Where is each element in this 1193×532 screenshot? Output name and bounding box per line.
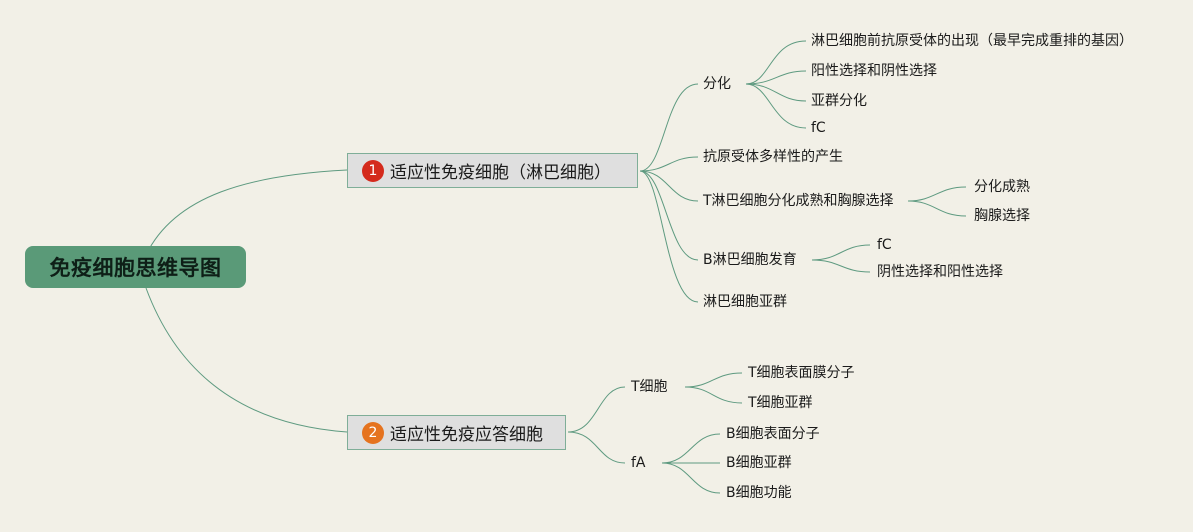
subtopic-label: 亚群分化 [811, 93, 867, 109]
topic-b-cell-development[interactable]: B淋巴细胞发育 [703, 251, 797, 269]
subtopic-label: B细胞亚群 [726, 455, 792, 471]
topic-label: 淋巴细胞亚群 [703, 294, 787, 310]
connector-c3-l1 [907, 186, 967, 202]
connector-b1-c3 [639, 170, 699, 202]
subtopic[interactable]: 胸腺选择 [974, 207, 1030, 225]
topic-receptor-diversity[interactable]: 抗原受体多样性的产生 [703, 148, 843, 166]
connector-c4-l2 [811, 259, 871, 273]
topic-label: 抗原受体多样性的产生 [703, 149, 843, 165]
branch-node-2[interactable]: 2 适应性免疫应答细胞 [347, 415, 566, 450]
topic-t-cell[interactable]: T细胞 [631, 378, 668, 396]
number-badge-2: 2 [362, 421, 384, 444]
subtopic-label: 淋巴细胞前抗原受体的出现（最早完成重排的基因） [811, 33, 1133, 49]
subtopic-label: 阳性选择和阴性选择 [811, 63, 937, 79]
subtopic-label: T细胞表面膜分子 [748, 365, 855, 381]
connector-c1-l3 [745, 83, 807, 102]
connector-c1-l1 [745, 40, 807, 85]
connector-t-l2 [684, 386, 743, 404]
subtopic-label: 阴性选择和阳性选择 [877, 264, 1003, 280]
topic-t-cell-maturation[interactable]: T淋巴细胞分化成熟和胸腺选择 [703, 192, 894, 210]
connector-root-branch-2 [145, 287, 348, 433]
connector-c1-l2 [745, 70, 807, 85]
connector-b2-c1 [567, 386, 626, 433]
topic-fa[interactable]: fA [631, 454, 646, 472]
connector-root-branch-1 [145, 169, 348, 256]
connector-fa-l1 [661, 433, 721, 464]
subtopic-label: 胸腺选择 [974, 208, 1030, 224]
connector-fa-l3 [661, 462, 721, 494]
subtopic-label: T细胞亚群 [748, 395, 813, 411]
subtopic-label: fC [811, 120, 826, 136]
subtopic[interactable]: T细胞表面膜分子 [748, 364, 855, 382]
subtopic[interactable]: T细胞亚群 [748, 394, 813, 412]
subtopic-label: fC [877, 237, 892, 253]
subtopic-label: B细胞功能 [726, 485, 792, 501]
subtopic[interactable]: B细胞亚群 [726, 454, 792, 472]
subtopic[interactable]: 亚群分化 [811, 92, 867, 110]
branch-label-1: 适应性免疫细胞（淋巴细胞） [390, 163, 611, 183]
subtopic[interactable]: 阴性选择和阳性选择 [877, 263, 1003, 281]
topic-label: B淋巴细胞发育 [703, 252, 797, 268]
root-label: 免疫细胞思维导图 [49, 256, 222, 280]
subtopic[interactable]: 阳性选择和阴性选择 [811, 62, 937, 80]
connector-b1-c5 [639, 170, 699, 303]
connector-b1-c4 [639, 170, 699, 261]
topic-differentiation[interactable]: 分化 [703, 75, 731, 93]
subtopic[interactable]: 淋巴细胞前抗原受体的出现（最早完成重排的基因） [811, 32, 1133, 50]
root-node[interactable]: 免疫细胞思维导图 [25, 246, 246, 288]
subtopic[interactable]: fC [877, 236, 892, 254]
topic-label: T细胞 [631, 379, 668, 395]
connector-b1-c2 [639, 156, 699, 172]
connector-c4-l1 [811, 244, 871, 261]
topic-label: fA [631, 455, 646, 471]
connector-c1-l4 [745, 83, 807, 129]
topic-lymphocyte-subsets[interactable]: 淋巴细胞亚群 [703, 293, 787, 311]
subtopic[interactable]: B细胞表面分子 [726, 425, 820, 443]
topic-label: 分化 [703, 76, 731, 92]
subtopic[interactable]: fC [811, 119, 826, 137]
connector-b1-c1 [639, 83, 699, 172]
number-badge-1: 1 [362, 159, 384, 182]
branch-node-1[interactable]: 1 适应性免疫细胞（淋巴细胞） [347, 153, 638, 188]
connector-b2-c2 [567, 431, 626, 464]
connector-t-l1 [684, 372, 743, 388]
topic-label: T淋巴细胞分化成熟和胸腺选择 [703, 193, 894, 209]
branch-label-2: 适应性免疫应答细胞 [390, 425, 543, 445]
connector-c3-l2 [907, 200, 967, 217]
subtopic-label: B细胞表面分子 [726, 426, 820, 442]
subtopic-label: 分化成熟 [974, 179, 1030, 195]
subtopic[interactable]: 分化成熟 [974, 178, 1030, 196]
subtopic[interactable]: B细胞功能 [726, 484, 792, 502]
